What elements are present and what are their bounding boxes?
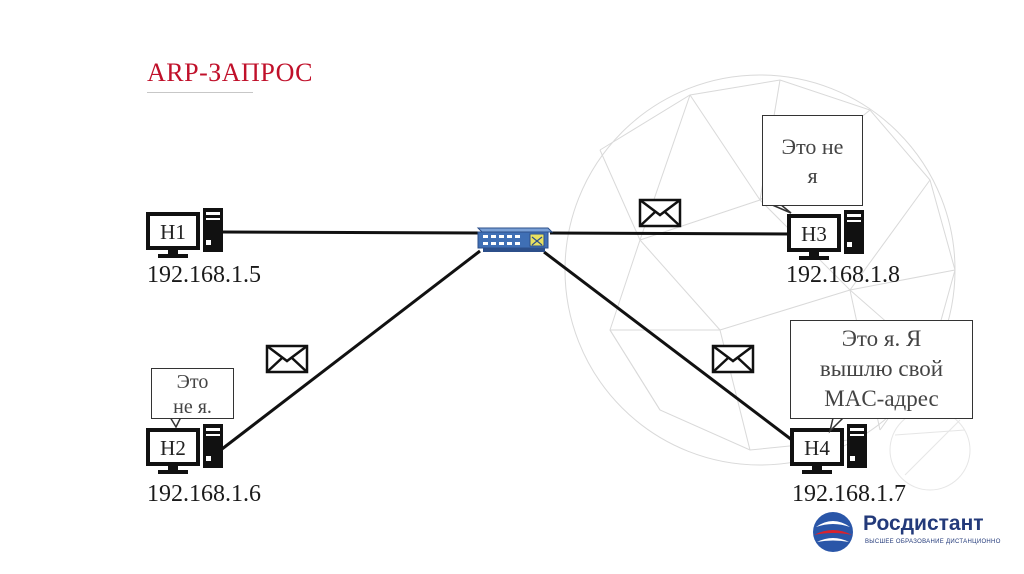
bubble-h4-line-2: вышлю свой [819, 356, 944, 381]
host-label-h4: H4 [804, 436, 830, 460]
envelope-icon-left [265, 344, 309, 374]
bubble-h4-line-3: MAC-адрес [824, 386, 939, 411]
logo-tagline: ВЫСШЕЕ ОБРАЗОВАНИЕ ДИСТАНЦИОННО [865, 539, 1001, 545]
ip-label-h2: 192.168.1.6 [147, 481, 261, 507]
slide-title: ARP-ЗАПРОС [147, 58, 314, 87]
ip-label-h3: 192.168.1.8 [786, 262, 900, 288]
envelope-icon-right [711, 344, 755, 374]
logo-name: Росдистант [863, 512, 984, 535]
link-switch-h4 [543, 250, 793, 442]
bubble-h2-line-1: Это [176, 371, 209, 393]
computer-icon-h2: H2 [146, 422, 225, 476]
bubble-h3-line-1: Это не [781, 134, 844, 159]
envelope-icon-top-right [638, 198, 682, 228]
link-h1-switch [221, 230, 483, 235]
ip-label-h4: 192.168.1.7 [792, 481, 906, 507]
rosdistant-logo: Росдистант ВЫСШЕЕ ОБРАЗОВАНИЕ ДИСТАНЦИОН… [808, 507, 1001, 557]
bubble-h2-line-2: не я. [173, 396, 212, 418]
computer-icon-h1: H1 [146, 206, 225, 260]
computer-icon-h4: H4 [790, 422, 869, 476]
link-switch-h3 [549, 231, 793, 236]
bubble-h3-line-2: я [807, 163, 818, 188]
rosdistant-emblem-icon [813, 512, 853, 552]
title-underline [147, 92, 253, 93]
bubble-h4-line-1: Это я. Я [841, 326, 922, 351]
host-label-h3: H3 [801, 222, 827, 246]
speech-bubble-h3: Это не я [762, 115, 863, 206]
link-h2-switch [221, 249, 481, 451]
computer-icon-h3: H3 [787, 208, 866, 262]
speech-bubble-h4: Это я. Я вышлю свой MAC-адрес [790, 320, 973, 419]
network-switch-icon [476, 227, 554, 252]
ip-label-h1: 192.168.1.5 [147, 262, 261, 288]
speech-bubble-h2: Это не я. [151, 368, 234, 419]
host-label-h1: H1 [160, 220, 186, 244]
host-label-h2: H2 [160, 436, 186, 460]
